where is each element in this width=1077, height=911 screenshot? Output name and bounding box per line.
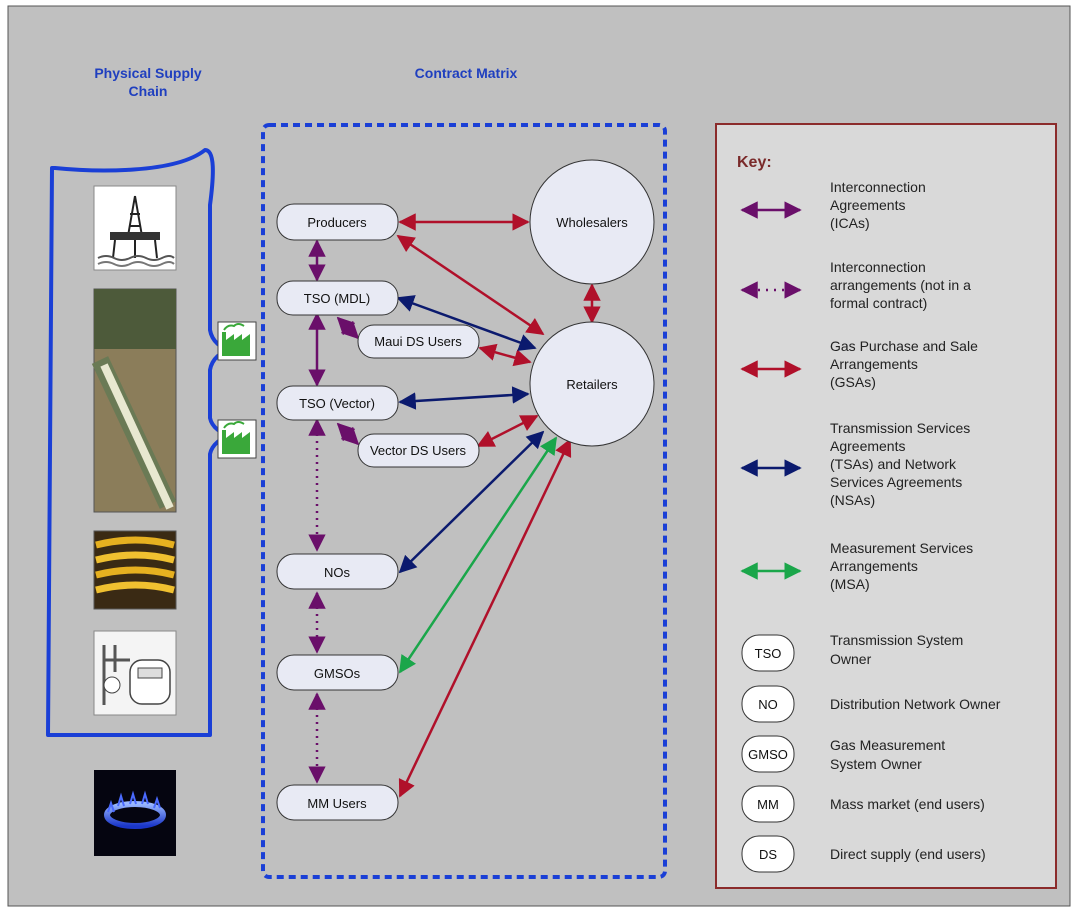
pipeline-icon xyxy=(91,288,177,513)
key-abbr-mm-line1: Mass market (end users) xyxy=(830,796,985,812)
key-abbr-tso-line2: Owner xyxy=(830,651,872,667)
key-ica-line1: Interconnection xyxy=(830,179,926,195)
factory-icon xyxy=(217,321,257,361)
key-abbr-gmso: GMSO xyxy=(748,747,788,762)
oil-rig-icon xyxy=(93,185,177,271)
node-label: TSO (MDL) xyxy=(304,291,370,306)
key-ica-line2: Agreements xyxy=(830,197,905,213)
node-label: Vector DS Users xyxy=(370,443,467,458)
key-abbr-tso: TSO xyxy=(755,646,782,661)
key-gsa-line2: Arrangements xyxy=(830,356,918,372)
key-abbr-mm: MM xyxy=(757,797,779,812)
arrow-tsa-tso-vector-retailers xyxy=(398,386,530,410)
node-tso-vector: TSO (Vector) xyxy=(276,385,399,421)
key-msa-line3: (MSA) xyxy=(830,576,870,592)
key-msa-line2: Arrangements xyxy=(830,558,918,574)
key-ica-dotted-line1: Interconnection xyxy=(830,259,926,275)
key-tsa-line1: Transmission Services xyxy=(830,420,970,436)
node-label: GMSOs xyxy=(314,666,361,681)
key-abbr-ds: DS xyxy=(759,847,777,862)
node-label: Maui DS Users xyxy=(374,334,462,349)
node-gmsos: GMSOs xyxy=(276,654,399,691)
node-producers: Producers xyxy=(276,203,399,241)
node-maui-ds-users: Maui DS Users xyxy=(357,324,480,359)
supply-chain-title-line2: Chain xyxy=(129,83,168,99)
key-ica-dotted-line3: formal contract) xyxy=(830,295,927,311)
key-ica-line3: (ICAs) xyxy=(830,215,870,231)
arrow-ica-tso-vector-vector-ds xyxy=(336,422,360,446)
gas-meter-icon xyxy=(93,630,177,716)
key-ica-dotted-line2: arrangements (not in a xyxy=(830,277,971,293)
contract-matrix-frame xyxy=(261,123,667,879)
key-title: Key: xyxy=(737,154,772,171)
node-vector-ds-users: Vector DS Users xyxy=(357,433,480,468)
key-msa-line1: Measurement Services xyxy=(830,540,973,556)
node-label: Wholesalers xyxy=(556,215,628,230)
arrow-msa-gmsos-retailers xyxy=(398,436,558,674)
node-label: Retailers xyxy=(566,377,618,392)
node-label: MM Users xyxy=(307,796,367,811)
factory-icon xyxy=(217,419,257,459)
key-tsa-line2: Agreements xyxy=(830,438,905,454)
key-abbr-tso-line1: Transmission System xyxy=(830,632,963,648)
node-nos: NOs xyxy=(276,553,399,590)
supply-chain-title-line1: Physical Supply xyxy=(94,65,202,81)
node-label: TSO (Vector) xyxy=(299,396,375,411)
key-tsa-line4: Services Agreements xyxy=(830,474,962,490)
node-tso-mdl: TSO (MDL) xyxy=(276,280,399,316)
key-gsa-line3: (GSAs) xyxy=(830,374,876,390)
key-panel: Key: Interconnection Agreements (ICAs) I… xyxy=(715,123,1057,889)
gas-flame-icon xyxy=(94,770,176,856)
arrows xyxy=(308,213,601,798)
arrow-tsa-tso-mdl-retailers xyxy=(396,295,537,351)
key-abbr-no: NO xyxy=(758,697,778,712)
contract-matrix-title: Contract Matrix xyxy=(415,65,518,81)
key-gsa-line1: Gas Purchase and Sale xyxy=(830,338,978,354)
key-abbr-no-line1: Distribution Network Owner xyxy=(830,696,1001,712)
key-tsa-line3: (TSAs) and Network xyxy=(830,456,957,472)
arrow-ica-tso-mdl-maui-ds xyxy=(336,316,360,340)
pipe-coils-icon xyxy=(93,530,177,610)
node-wholesalers: Wholesalers xyxy=(529,159,655,285)
key-abbr-gmso-line1: Gas Measurement xyxy=(830,737,945,753)
node-retailers: Retailers xyxy=(529,321,655,447)
node-label: NOs xyxy=(324,565,351,580)
node-label: Producers xyxy=(307,215,367,230)
key-abbr-ds-line1: Direct supply (end users) xyxy=(830,846,986,862)
key-tsa-line5: (NSAs) xyxy=(830,492,875,508)
key-abbr-gmso-line2: System Owner xyxy=(830,756,922,772)
node-mm-users: MM Users xyxy=(276,784,399,821)
